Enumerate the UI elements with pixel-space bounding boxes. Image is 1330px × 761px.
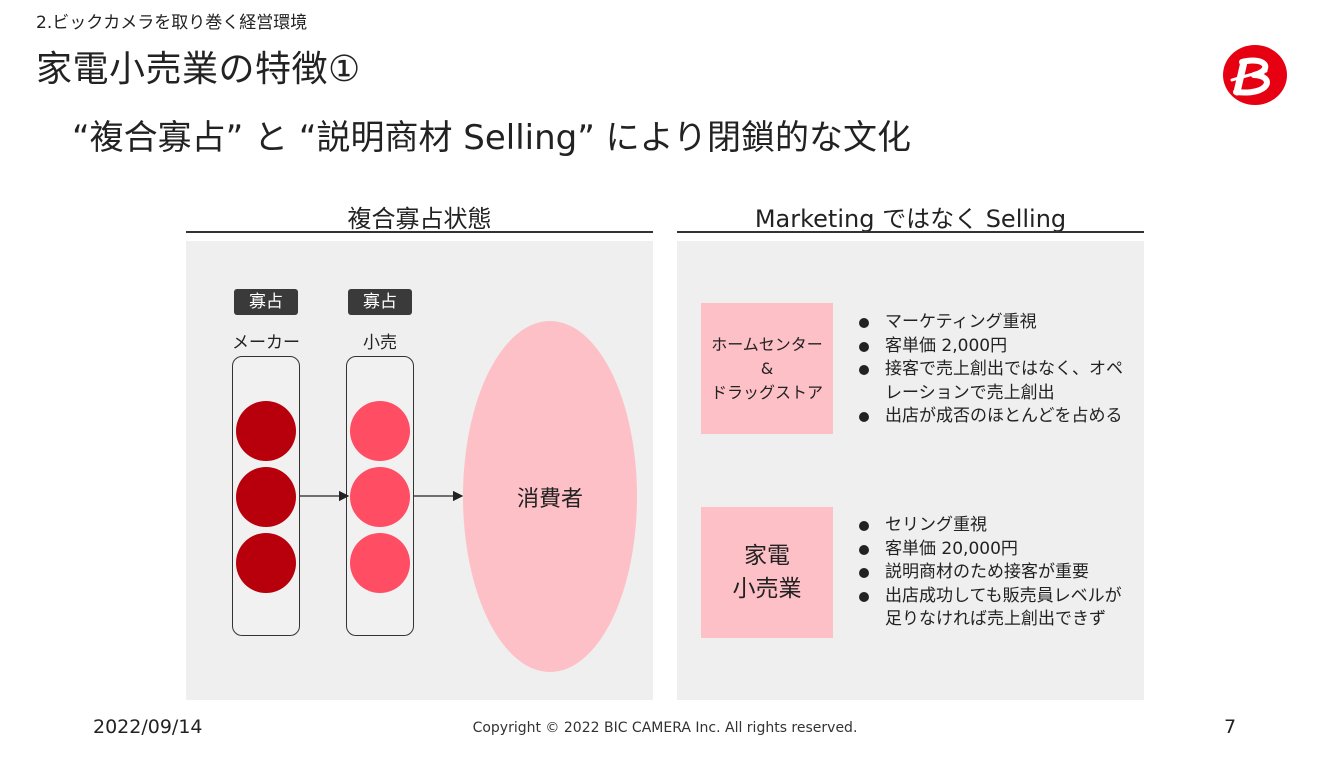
page-subtitle: “複合寡占” と “説明商材 Selling” により閉鎖的な文化 <box>72 118 911 158</box>
electronics-retail-label-line: 小売業 <box>732 575 802 602</box>
bullet-item: 客単価 2,000円 <box>855 335 1137 359</box>
right-panel-heading: Marketing ではなく Selling <box>754 205 1067 233</box>
left-panel-divider <box>186 231 653 233</box>
footer-copyright: Copyright © 2022 BIC CAMERA Inc. All rig… <box>472 720 858 736</box>
retail-label: 小売 <box>363 333 397 353</box>
maker-oligopoly-tag: 寡占 <box>234 289 298 315</box>
retail-circle <box>350 467 410 527</box>
retail-circle <box>350 533 410 593</box>
home-center-drugstore-box: ホームセンター & ドラッグストア <box>701 303 833 434</box>
right-panel-divider <box>677 231 1144 233</box>
bullet-item: セリング重視 <box>855 514 1137 538</box>
footer-date: 2022/09/14 <box>93 716 203 738</box>
electronics-retail-bullet-list: セリング重視 客単価 20,000円 説明商材のため接客が重要 出店成功しても販… <box>855 514 1137 632</box>
page-title: 家電小売業の特徴① <box>36 49 361 90</box>
maker-circle <box>236 467 296 527</box>
consumer-ellipse: 消費者 <box>463 321 637 672</box>
home-center-bullet-list: マーケティング重視 客単価 2,000円 接客で売上創出ではなく、オペレーション… <box>855 311 1137 429</box>
retail-circle <box>350 401 410 461</box>
flow-arrows <box>300 490 464 502</box>
consumer-label: 消費者 <box>516 486 583 512</box>
home-center-label-line: ホームセンター <box>711 334 823 354</box>
maker-circle <box>236 533 296 593</box>
bullet-item: 接客で売上創出ではなく、オペレーションで売上創出 <box>855 358 1137 405</box>
bullet-item: 説明商材のため接客が重要 <box>855 561 1137 585</box>
electronics-retail-box: 家電 小売業 <box>701 507 833 638</box>
maker-label: メーカー <box>232 333 300 353</box>
electronics-retail-label-line: 家電 <box>744 542 790 569</box>
page-number: 7 <box>1224 716 1237 738</box>
retail-oligopoly-tag: 寡占 <box>348 289 412 315</box>
bullet-item: 出店が成否のほとんどを占める <box>855 405 1137 429</box>
bullet-item: 出店成功しても販売員レベルが足りなければ売上創出できず <box>855 585 1137 632</box>
home-center-label-line: ドラッグストア <box>710 382 823 402</box>
maker-circle <box>236 401 296 461</box>
home-center-label-line: & <box>760 358 774 378</box>
bullet-item: マーケティング重視 <box>855 311 1137 335</box>
bic-camera-logo-icon <box>1223 45 1287 105</box>
left-panel-heading: 複合寡占状態 <box>347 205 492 233</box>
section-label: 2.ビックカメラを取り巻く経営環境 <box>36 13 308 33</box>
bullet-item: 客単価 20,000円 <box>855 538 1137 562</box>
